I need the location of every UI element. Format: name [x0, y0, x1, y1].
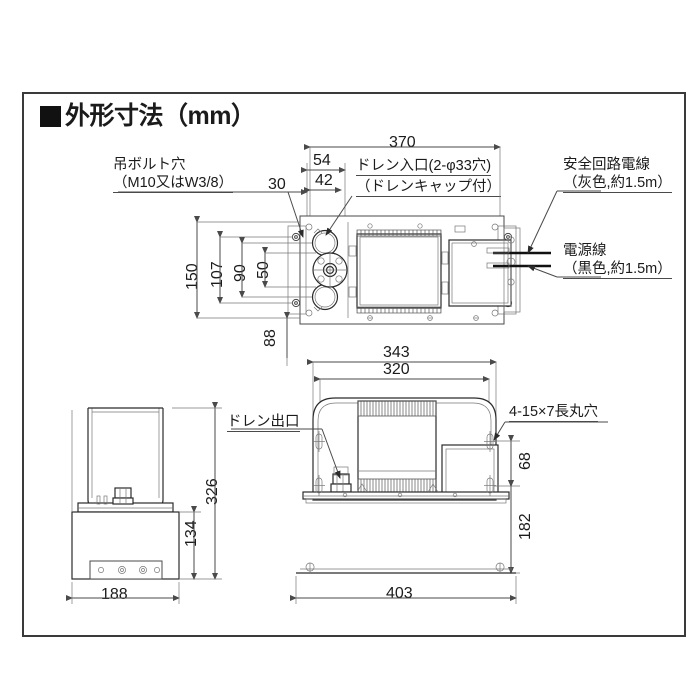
label-safety-circuit-wire-spec: （灰色,約1.5m）: [563, 175, 672, 193]
label-power-wire: 電源線: [563, 243, 607, 259]
label-drain-outlet: ドレン出口: [227, 414, 300, 432]
label-safety-circuit-wire: 安全回路電線: [563, 157, 650, 173]
dim-30: 30: [268, 176, 286, 193]
page-title: 外形寸法（mm）: [40, 102, 256, 130]
title-bullet-icon: [40, 106, 61, 127]
dim-54: 54: [313, 152, 331, 169]
label-drain-cap: （ドレンキャップ付）: [356, 179, 501, 197]
side-view-group: [66, 402, 222, 604]
dim-343: 343: [383, 344, 410, 361]
title-text: 外形寸法（mm）: [65, 102, 256, 130]
dim-42: 42: [315, 172, 333, 189]
label-power-wire-spec: （黒色,約1.5m）: [563, 261, 672, 279]
label-hanging-bolt-hole: 吊ボルト穴: [113, 157, 186, 173]
front-view-group: [231, 359, 608, 604]
label-drain-inlet: ドレン入口(2-φ33穴): [356, 158, 492, 176]
top-view-group: [118, 144, 601, 366]
dim-320: 320: [383, 361, 410, 378]
